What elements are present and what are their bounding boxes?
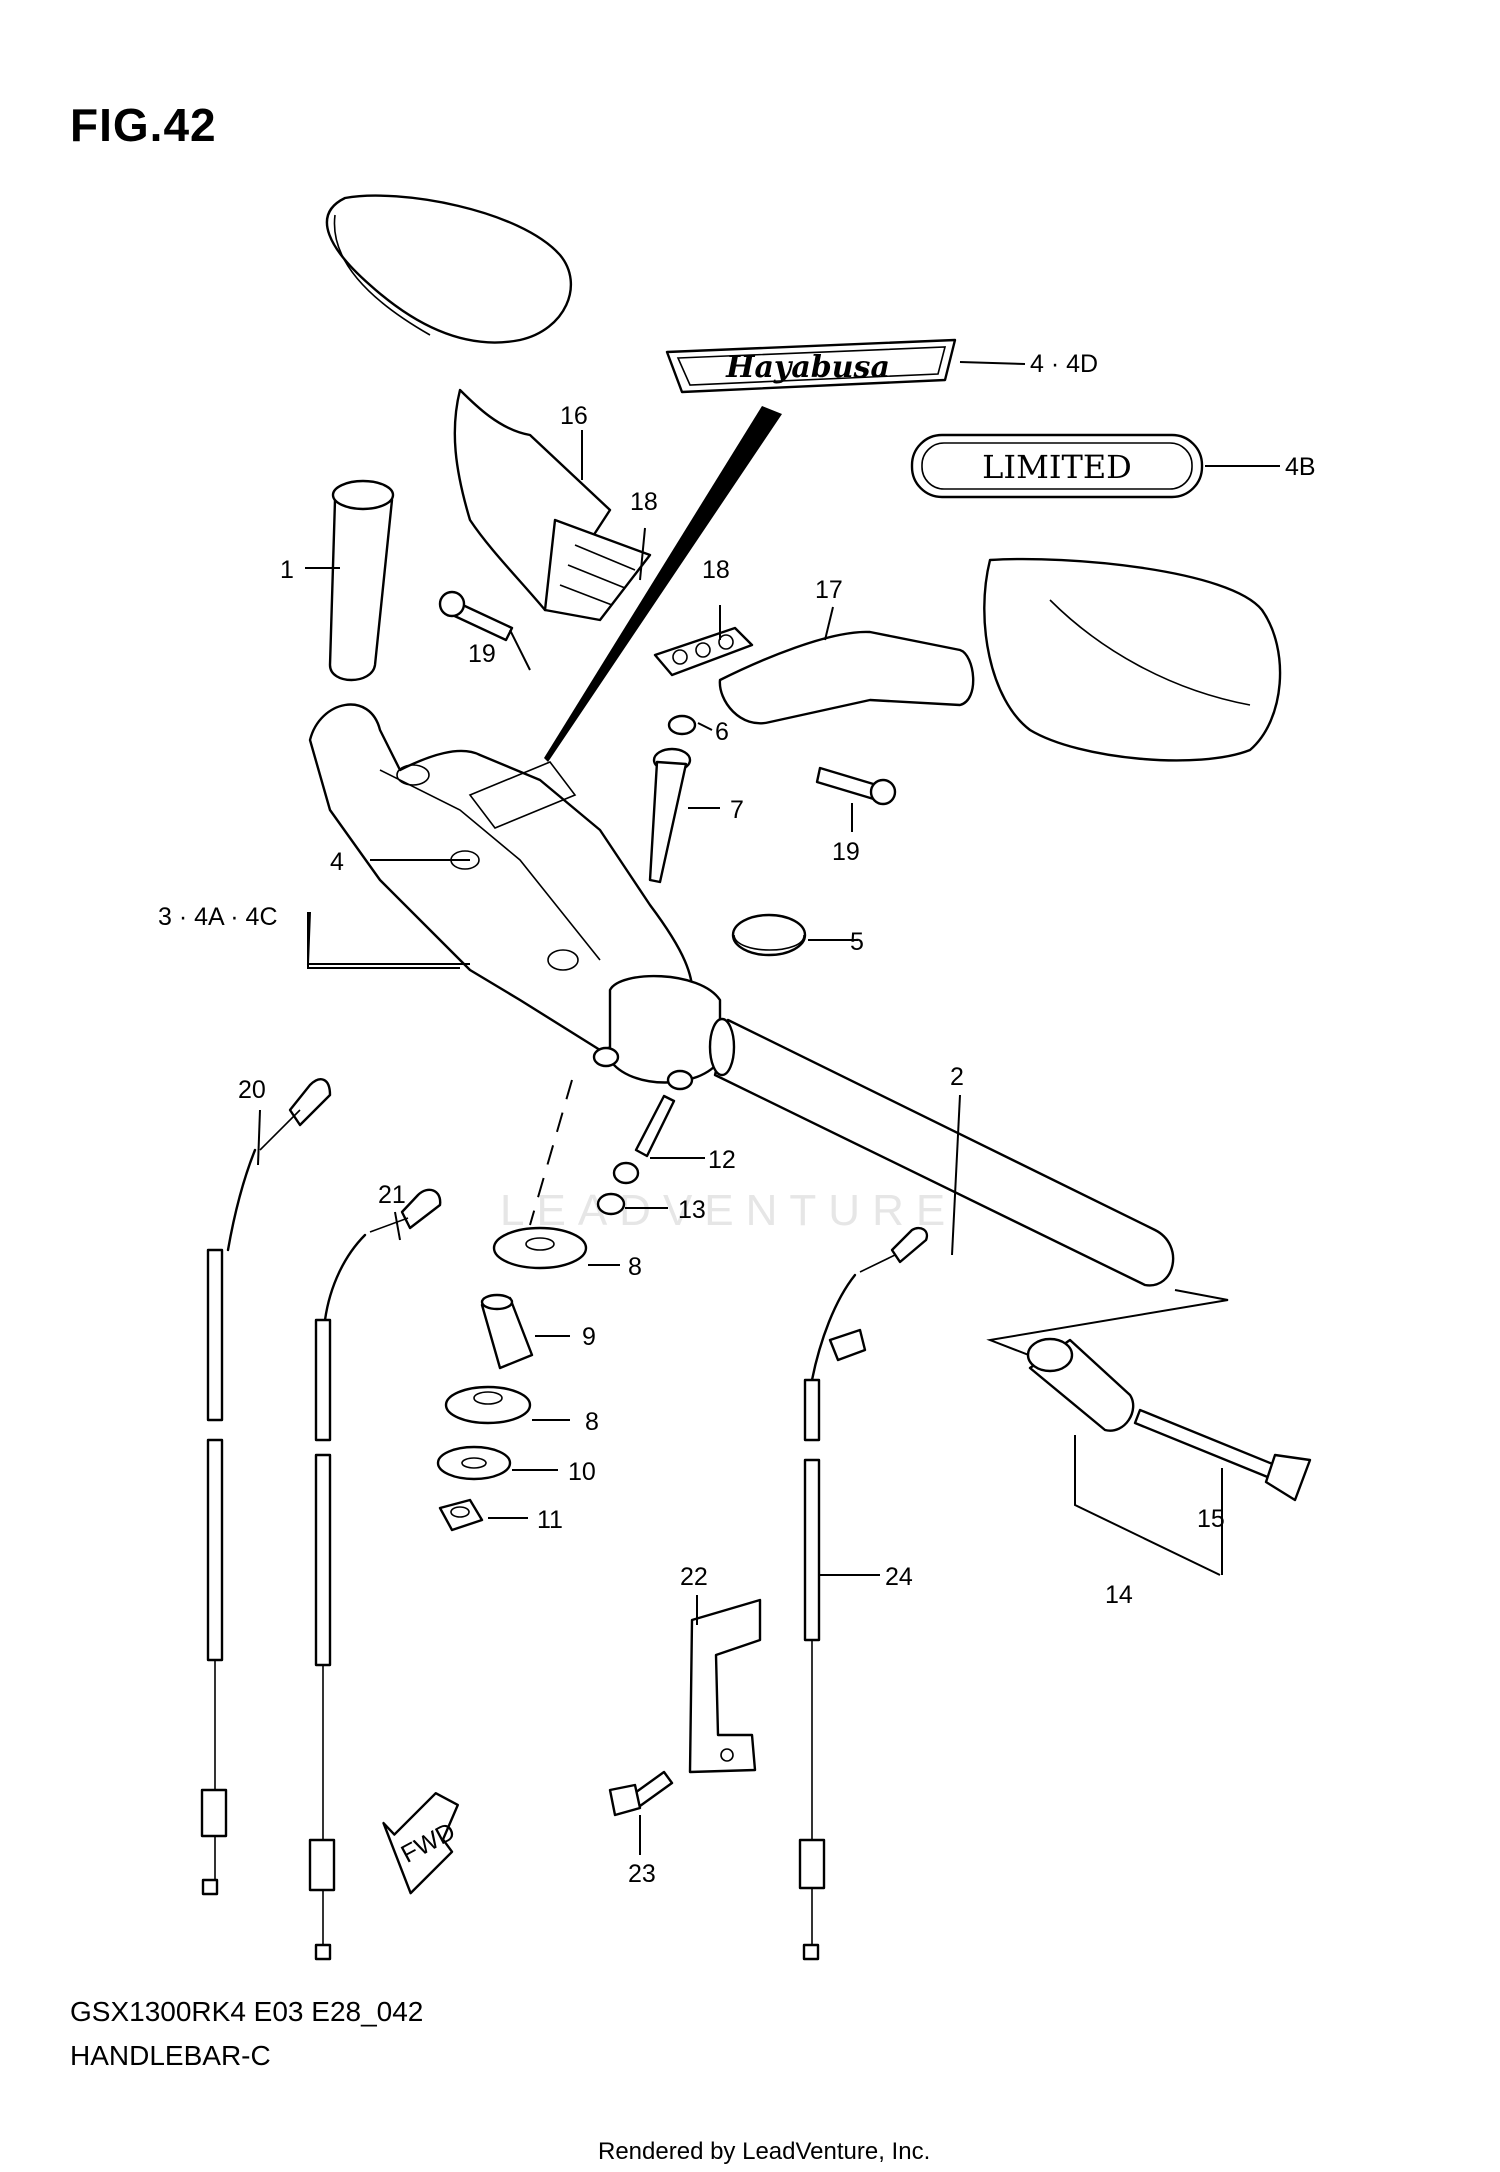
callout-6: 6 <box>715 718 729 746</box>
leader-lines <box>257 361 1280 1855</box>
break-line <box>986 1289 1229 1376</box>
callout-18-lower: 18 <box>702 556 730 584</box>
callout-24: 24 <box>885 1563 913 1591</box>
long-bolt <box>648 747 692 884</box>
left-mirror <box>325 194 652 622</box>
callout-1: 1 <box>280 556 294 584</box>
right-mirror <box>718 557 1282 762</box>
hayabusa-badge-text: Hayabusa <box>725 350 890 385</box>
callout-8-lower: 8 <box>585 1408 599 1436</box>
callout-20: 20 <box>238 1076 266 1104</box>
spacer-collar <box>480 1293 534 1370</box>
callout-19-left: 19 <box>468 640 496 668</box>
callout-2: 2 <box>950 1063 964 1091</box>
forward-arrow: FWD <box>382 1791 460 1895</box>
render-credit: Rendered by LeadVenture, Inc. <box>598 2138 931 2165</box>
throttle-cable-pull <box>200 1078 332 1896</box>
callout-23: 23 <box>628 1860 656 1888</box>
bar-end-weight <box>1026 1337 1135 1432</box>
cap-large <box>731 913 807 957</box>
callout-16: 16 <box>560 402 588 430</box>
mirror-clamp-plate <box>653 626 754 677</box>
figure-title: FIG.42 <box>70 99 217 151</box>
callout-8-upper: 8 <box>628 1253 642 1281</box>
mount-washer-small <box>596 1192 626 1216</box>
mount-bolt <box>612 1094 676 1185</box>
rubber-mount-upper <box>492 1226 588 1270</box>
nut <box>438 1498 484 1532</box>
callout-4-4d: 4 · 4D <box>1030 350 1098 378</box>
callout-9: 9 <box>582 1323 596 1351</box>
limited-badge-text: LIMITED <box>982 448 1132 486</box>
callout-14: 14 <box>1105 1581 1133 1609</box>
callout-7: 7 <box>730 796 744 824</box>
callout-4b: 4B <box>1285 453 1316 481</box>
handlebar-grip-left <box>328 479 395 682</box>
hayabusa-badge: Hayabusa <box>665 338 957 394</box>
callout-18-upper: 18 <box>630 488 658 516</box>
decal-pointer <box>544 406 782 762</box>
callout-12: 12 <box>708 1146 736 1174</box>
handlebar-tube <box>708 1017 1175 1287</box>
model-code: GSX1300RK4 E03 E28_042 <box>70 1996 424 2027</box>
cap-small <box>667 714 697 736</box>
mirror-bolt-right <box>815 766 897 806</box>
callout-17: 17 <box>815 576 843 604</box>
callout-3-4a-4c: 3 · 4A · 4C <box>158 903 278 931</box>
callout-21: 21 <box>378 1181 406 1209</box>
callout-22: 22 <box>680 1563 708 1591</box>
callout-19-right: 19 <box>832 838 860 866</box>
bracket-bolt <box>608 1770 674 1817</box>
mirror-bolt-left <box>438 590 514 642</box>
limited-badge: LIMITED <box>910 433 1204 499</box>
cable-bracket <box>688 1598 762 1774</box>
section-name: HANDLEBAR-C <box>70 2040 271 2071</box>
assembly-axis <box>529 1079 573 1226</box>
bar-end-screw <box>1133 1408 1312 1502</box>
callout-4: 4 <box>330 848 344 876</box>
callout-5: 5 <box>850 928 864 956</box>
cable <box>798 1226 929 1961</box>
watermark: LEADVENTURE <box>500 1186 958 1235</box>
throttle-cable-return <box>308 1188 442 1961</box>
callout-13: 13 <box>678 1196 706 1224</box>
callout-11: 11 <box>537 1506 563 1534</box>
washer <box>436 1445 512 1481</box>
callout-15: 15 <box>1197 1505 1225 1533</box>
rubber-mount-lower <box>444 1385 532 1425</box>
callout-10: 10 <box>568 1458 596 1486</box>
